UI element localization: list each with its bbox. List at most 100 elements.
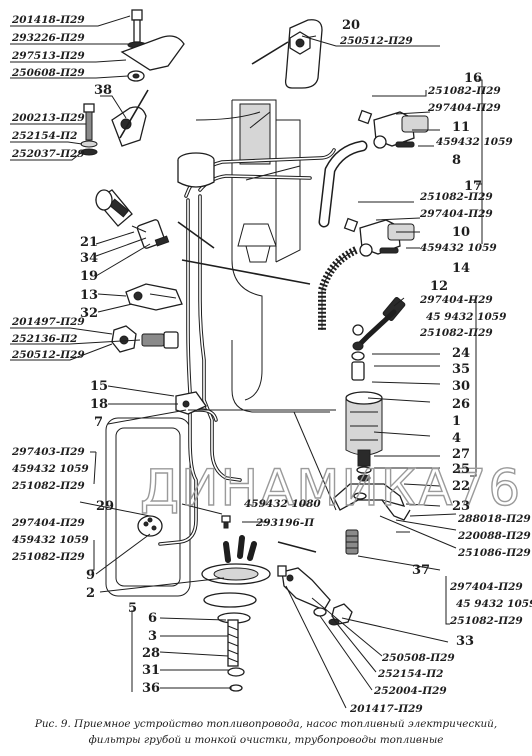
part-number-label: 250608-П29 — [11, 67, 85, 79]
watermark: ДИНАМИКА76 — [140, 459, 522, 517]
part-number-label: 293226-П29 — [11, 32, 85, 44]
callout-number: 1 — [452, 414, 461, 429]
part-number-label: 250508-П29 — [381, 652, 455, 664]
part-number-label: 297404-П29 — [449, 581, 523, 593]
part-number-label: 459432 1080 — [244, 498, 321, 510]
figure-caption-line2: фильтры грубой и тонкой очистки, трубопр… — [89, 734, 444, 746]
callout-number: 6 — [148, 611, 157, 626]
coarse-filter-top — [177, 152, 215, 188]
part-number-label: 220088-П29 — [457, 530, 531, 542]
bracket-33 — [277, 565, 353, 626]
part-number-label: 297404-П29 — [427, 102, 501, 114]
part-number-label: 201418-П29 — [11, 14, 85, 26]
figure-caption-line1: Рис. 9. Приемное устройство топливопрово… — [34, 718, 497, 730]
callout-number: 14 — [452, 261, 470, 276]
callout-number: 2 — [86, 586, 95, 601]
part-number-label: 293196-П — [255, 517, 315, 529]
part-number-label: 459432 1059 — [12, 534, 89, 546]
part-number-label: 297513-П29 — [11, 50, 85, 62]
part-number-label: 297403-П29 — [11, 446, 85, 458]
callout-number: 19 — [80, 269, 98, 284]
leader-lines — [10, 15, 483, 709]
callout-number: 32 — [80, 306, 98, 321]
callout-number: 9 — [86, 568, 95, 583]
part-number-label: 201497-П29 — [11, 316, 85, 328]
callout-number: 12 — [430, 279, 448, 294]
part-number-label: 288018-П29 — [457, 513, 531, 525]
part-number-label: 251082-П29 — [11, 551, 85, 563]
callout-number: 20 — [342, 18, 360, 33]
callout-number: 5 — [128, 601, 137, 616]
callout-number: 8 — [452, 153, 461, 168]
callout-number: 7 — [94, 415, 103, 430]
clamp-13 — [125, 283, 183, 311]
top-clamp-assembly — [120, 9, 185, 82]
fuel-tank-body — [195, 99, 330, 413]
callout-number: 21 — [80, 235, 98, 250]
callout-number: 25 — [452, 462, 470, 477]
callout-number: 35 — [452, 362, 470, 377]
callout-number: 34 — [80, 251, 98, 266]
clamp-22 — [333, 483, 411, 521]
part-number-label: 252136-П2 — [11, 333, 77, 345]
part-number-label: 297404-П29 — [419, 208, 493, 220]
callout-number: 26 — [452, 397, 470, 412]
part-number-label: 250512-П29 — [339, 35, 413, 47]
connector-34 — [131, 219, 170, 249]
part-number-label: 297404-П29 — [419, 294, 493, 306]
callout-number: 17 — [464, 179, 482, 194]
part-number-label: 252004-П29 — [373, 685, 447, 697]
part-number-label: 459432 1059 — [12, 463, 89, 475]
callout-number: 36 — [142, 681, 160, 696]
callout-number: 27 — [452, 447, 470, 462]
part-number-label: 459432 1059 — [420, 242, 497, 254]
part-number-label: 251082-П29 — [419, 327, 493, 339]
bracket-20 — [284, 19, 323, 89]
callout-number: 38 — [94, 83, 112, 98]
part-number-label: 251082-П29 — [419, 191, 493, 203]
pump-fittings — [351, 297, 406, 381]
connector-11 — [357, 109, 429, 149]
callout-numbers: 20 38 16 11 8 17 10 14 12 21 34 19 13 32… — [80, 18, 482, 696]
fuel-receiver — [201, 515, 271, 692]
hose-14 — [318, 246, 358, 330]
part-number-label: 251082-П29 — [427, 85, 501, 97]
callout-number: 22 — [452, 479, 470, 494]
part-number-label: 252037-П29 — [11, 148, 85, 160]
callout-number: 28 — [142, 646, 160, 661]
callout-number: 4 — [452, 431, 461, 446]
part-number-label: 252154-П2 — [11, 130, 77, 142]
callout-number: 23 — [452, 499, 470, 514]
callout-number: 11 — [452, 120, 470, 135]
callout-number: 10 — [452, 225, 470, 240]
callout-number: 24 — [452, 346, 470, 361]
callout-number: 37 — [412, 563, 430, 578]
callout-number: 31 — [142, 663, 160, 678]
part-number-label: 251082-П29 — [449, 615, 523, 627]
part-number-label: 200213-П29 — [11, 112, 85, 124]
part-number-label: 251086-П29 — [457, 547, 531, 559]
callout-number: 15 — [90, 379, 108, 394]
part-number-label: 297404-П29 — [11, 517, 85, 529]
callout-number: 16 — [464, 71, 482, 86]
fitting-21 — [95, 189, 133, 227]
part-number-label: 45 9432 1059 — [456, 598, 532, 610]
callout-number: 13 — [80, 288, 98, 303]
part-number-label: 251082-П29 — [11, 480, 85, 492]
callout-number: 29 — [96, 499, 114, 514]
callout-number: 3 — [148, 629, 157, 644]
part-number-label: 45 9432 1059 — [426, 311, 507, 323]
fitting-37 — [345, 529, 359, 555]
part-number-label: 250512-П29 — [11, 349, 85, 361]
callout-number: 33 — [456, 634, 474, 649]
part-number-label: 252154-П2 — [377, 668, 443, 680]
connector-29 — [137, 515, 163, 537]
electric-fuel-pump-4 — [345, 391, 383, 482]
callout-number: 18 — [90, 397, 108, 412]
part-number-label: 459432 1059 — [436, 136, 513, 148]
hose-8 — [318, 140, 368, 228]
bolt-201497 — [111, 325, 179, 353]
part-number-labels: 201418-П29 293226-П29 297513-П29 250608-… — [11, 14, 532, 715]
